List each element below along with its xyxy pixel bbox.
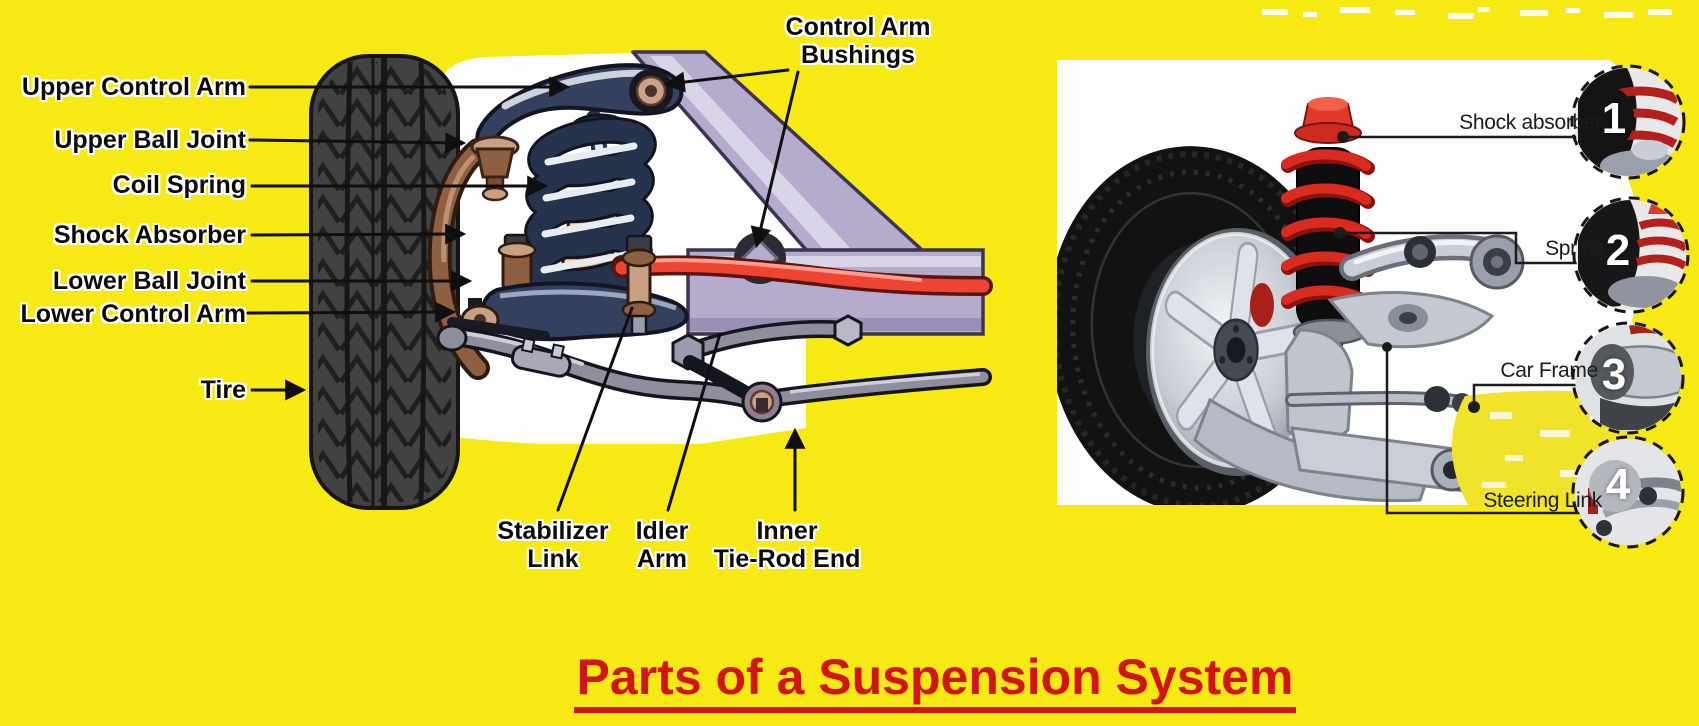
photo-label-shock-absorber: Shock absorber — [1459, 111, 1602, 134]
callout-number-3: 3 — [1601, 350, 1627, 399]
label-upper-control-arm: Upper Control Arm — [21, 73, 246, 101]
label-coil-spring: Coil Spring — [112, 171, 246, 199]
photo-label-steering-link: Steering Link — [1483, 489, 1602, 512]
page-title: Parts of a Suspension System — [540, 648, 1330, 713]
photo-shock-spring — [1281, 97, 1375, 346]
label-tire: Tire — [200, 376, 246, 404]
callout-circle-2 — [1572, 196, 1690, 314]
label-control-arm-bushings: Control Arm Bushings — [785, 13, 931, 69]
white-backdrop — [437, 52, 983, 444]
photo-label-spring: Spring — [1545, 237, 1604, 260]
left-illustration — [246, 50, 993, 512]
photo-rim — [1146, 228, 1330, 476]
label-lower-control-arm: Lower Control Arm — [20, 300, 246, 328]
right-photo-illustration — [1057, 7, 1690, 549]
label-inner-tie-rod-end: Inner Tie-Rod End — [713, 517, 861, 573]
label-upper-ball-joint: Upper Ball Joint — [54, 126, 246, 154]
stabilizer-link-illustration — [621, 234, 657, 336]
callout-number-2: 2 — [1605, 226, 1631, 275]
label-shock-absorber: Shock Absorber — [53, 221, 246, 249]
label-stabilizer-link: Stabilizer Link — [497, 517, 609, 573]
label-idler-arm: Idler Arm — [635, 517, 689, 573]
upper-control-arm-illustration — [475, 63, 684, 151]
callout-number-4: 4 — [1605, 460, 1631, 509]
left-leader-lines — [246, 68, 806, 512]
photo-label-car-frame: Car Frame — [1500, 359, 1598, 382]
steering-linkage-illustration — [436, 314, 992, 423]
callout-circle-4 — [1571, 435, 1685, 549]
right-leader-lines — [1334, 131, 1607, 515]
label-lower-ball-joint: Lower Ball Joint — [52, 267, 246, 295]
upper-ball-joint-illustration — [470, 135, 520, 202]
paint-dashes — [1262, 7, 1672, 19]
callout-number-1: 1 — [1601, 94, 1627, 143]
